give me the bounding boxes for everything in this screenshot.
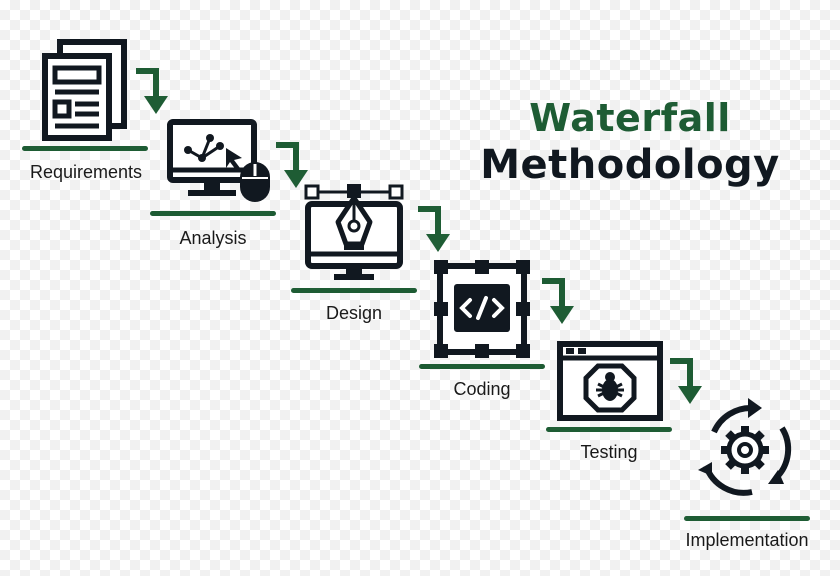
document-stack-icon [42, 39, 127, 141]
step-underline-coding [419, 364, 545, 369]
step-label-coding: Coding [453, 379, 511, 399]
title-waterfall: Waterfall [529, 96, 731, 140]
bug-window-icon [557, 341, 663, 421]
step-underline-testing [546, 427, 672, 432]
arrow-down-right-icon [136, 68, 168, 114]
step-label-requirements: Requirements [29, 162, 143, 182]
arrow-down-right-icon [276, 142, 308, 188]
title-methodology: Methodology [480, 142, 780, 188]
step-underline-implementation [684, 516, 810, 521]
step-underline-design [291, 288, 417, 293]
arrow-down-right-icon [418, 206, 450, 252]
arrow-down-right-icon [670, 358, 702, 404]
arrow-down-right-icon [542, 278, 574, 324]
pen-tool-monitor-icon [304, 184, 404, 280]
step-underline-requirements [22, 146, 148, 151]
monitor-analytics-icon [167, 119, 270, 202]
step-label-design: Design [325, 303, 383, 323]
step-label-implementation: Implementation [685, 530, 809, 550]
step-underline-analysis [150, 211, 276, 216]
gear-cycle-icon [698, 398, 792, 496]
code-frame-icon [434, 260, 530, 358]
step-label-analysis: Analysis [179, 228, 247, 248]
step-label-testing: Testing [580, 442, 638, 462]
